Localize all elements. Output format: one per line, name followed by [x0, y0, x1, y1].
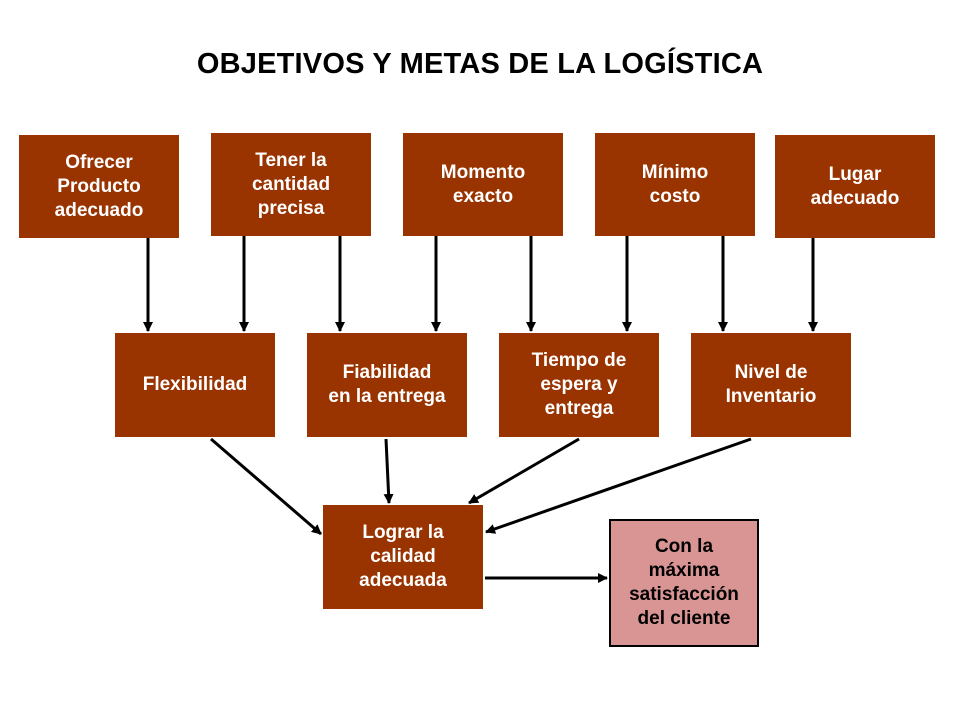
- goal-box-fiabilidad-entrega: Fiabilidad en la entrega: [307, 333, 467, 437]
- objective-box-lugar-adecuado: Lugar adecuado: [775, 135, 935, 238]
- arrow-tiempo-to-calidad: [468, 437, 580, 505]
- arrow-fiabilidad-to-calidad: [383, 438, 394, 504]
- result-box-calidad-adecuada: Lograr la calidad adecuada: [323, 505, 483, 609]
- page-title: OBJETIVOS Y METAS DE LA LOGÍSTICA: [196, 48, 764, 80]
- objective-box-cantidad-precisa: Tener la cantidad precisa: [211, 133, 371, 236]
- goal-box-flexibilidad: Flexibilidad: [115, 333, 275, 437]
- goal-box-tiempo-espera: Tiempo de espera y entrega: [499, 333, 659, 437]
- arrow-flexibilidad-to-calidad: [210, 437, 322, 536]
- objective-box-minimo-costo: Mínimo costo: [595, 133, 755, 236]
- goal-box-nivel-inventario: Nivel de Inventario: [691, 333, 851, 437]
- objective-box-momento-exacto: Momento exacto: [403, 133, 563, 236]
- outcome-box-satisfaccion-cliente: Con la máxima satisfacción del cliente: [609, 519, 759, 647]
- objective-box-producto-adecuado: Ofrecer Producto adecuado: [19, 135, 179, 238]
